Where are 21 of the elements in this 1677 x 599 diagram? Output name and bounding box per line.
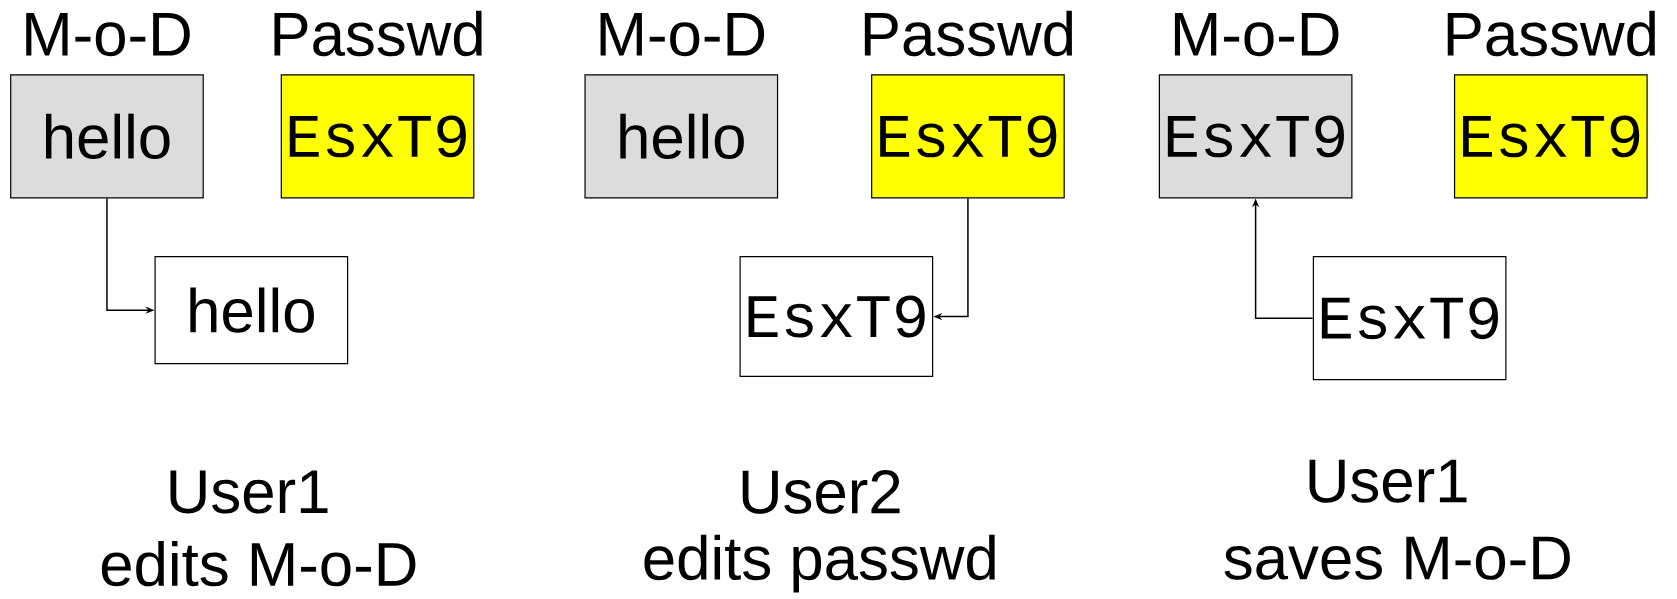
box-heading: M-o-D: [1174, 13, 1339, 57]
caption-text: saves M-o-D: [1224, 536, 1570, 580]
caption-text: User1: [170, 470, 328, 514]
box-heading: Passwd: [1447, 10, 1655, 57]
box-heading: Passwd: [864, 10, 1073, 57]
field-box: hello: [584, 74, 779, 199]
field-box: hello: [10, 74, 204, 199]
field-box: EsxT9: [871, 74, 1065, 199]
box-heading: M-o-D: [600, 13, 765, 57]
field-box: EsxT9: [1453, 74, 1648, 199]
field-box: EsxT9: [739, 256, 934, 378]
field-box: EsxT9: [1158, 74, 1353, 199]
box-heading: M-o-D: [26, 13, 190, 57]
field-box: hello: [154, 256, 349, 365]
field-box: EsxT9: [280, 74, 475, 199]
box-heading: Passwd: [274, 10, 482, 57]
caption-text: User2: [742, 470, 900, 514]
caption-text: User1: [1309, 459, 1467, 503]
caption-text: edits passwd: [644, 534, 995, 593]
caption-text: edits M-o-D: [101, 541, 416, 587]
field-box: EsxT9: [1312, 256, 1507, 381]
